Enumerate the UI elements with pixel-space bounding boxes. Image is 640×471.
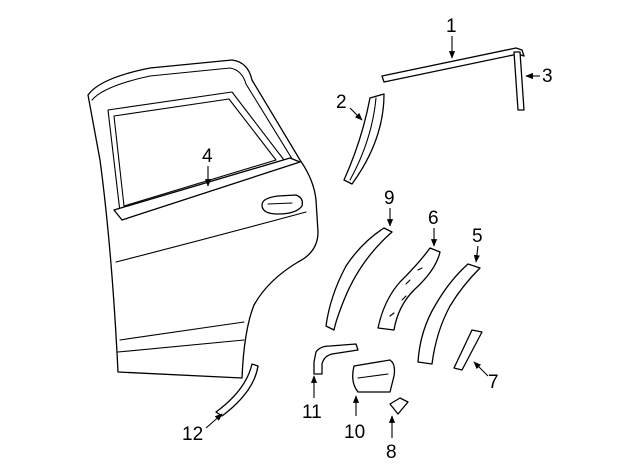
part-3-end-piece [513, 51, 525, 111]
leader-lines [204, 36, 540, 438]
callout-6: 6 [428, 208, 439, 229]
callout-2: 2 [336, 92, 347, 113]
part-1-roof-molding [381, 47, 525, 83]
part-5-wheel-molding [417, 263, 481, 365]
callout-7: 7 [488, 372, 499, 393]
belt-molding [113, 157, 301, 221]
callout-10: 10 [344, 422, 365, 443]
callout-11: 11 [302, 402, 322, 423]
callout-labels: 1 2 3 4 5 6 7 8 9 10 11 12 [182, 16, 553, 463]
part-7-small-trim [453, 329, 483, 371]
callout-4: 4 [202, 146, 213, 167]
part-2-pillar-garnish [343, 93, 385, 185]
rear-door [87, 59, 319, 379]
callout-3: 3 [542, 66, 553, 87]
callout-1: 1 [446, 16, 457, 37]
door-handle [261, 194, 304, 215]
callout-12: 12 [182, 424, 203, 445]
part-11-lower-molding [313, 343, 359, 375]
callout-8: 8 [386, 442, 397, 463]
part-9-arch-strip [325, 227, 393, 331]
part-8-plate [389, 397, 409, 415]
callout-5: 5 [472, 226, 483, 247]
part-6-bracket [377, 247, 441, 331]
callout-9: 9 [384, 188, 395, 209]
